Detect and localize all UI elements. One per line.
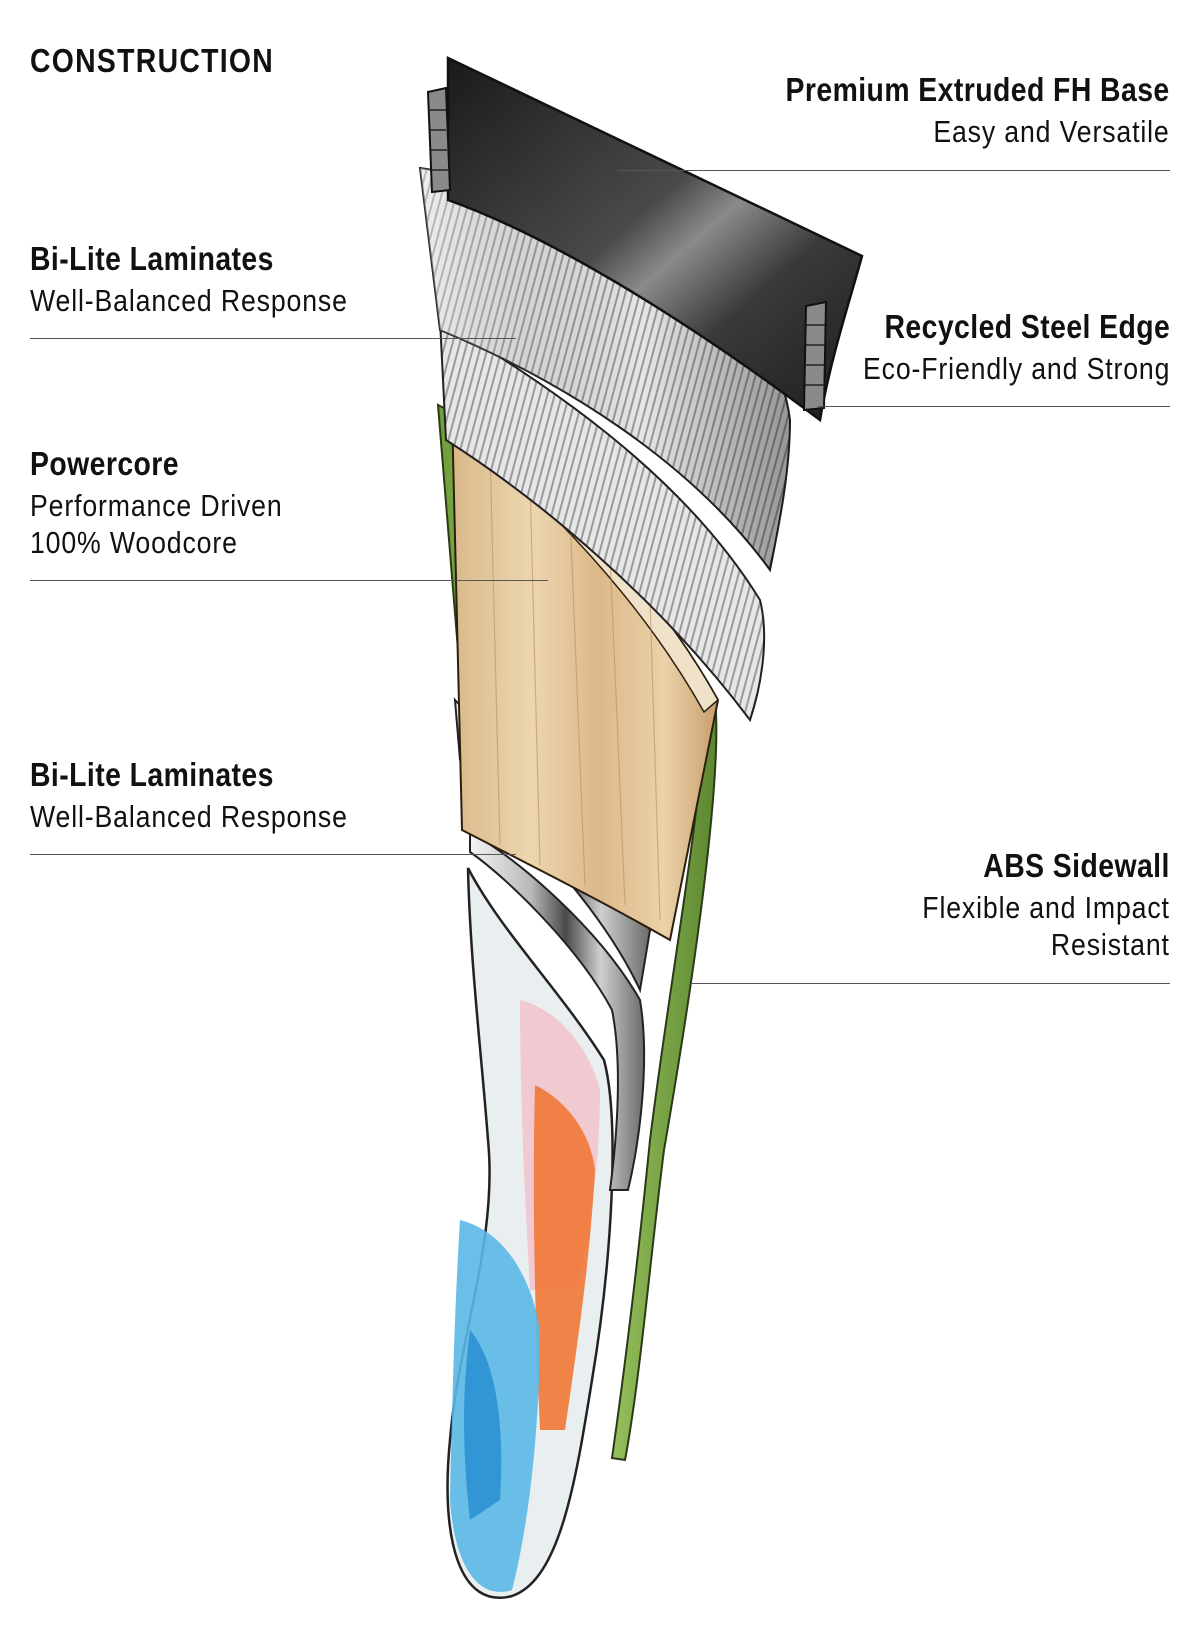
label-core-title: Powercore bbox=[30, 445, 179, 482]
leader-line-base bbox=[618, 170, 1170, 171]
leader-line-core bbox=[30, 580, 548, 581]
label-base: Premium Extruded FH Base Easy and Versat… bbox=[786, 67, 1170, 150]
label-sidewall: ABS Sidewall Flexible and Impact Resista… bbox=[922, 843, 1170, 963]
label-edge-subtitle: Eco-Friendly and Strong bbox=[862, 351, 1170, 386]
label-sidewall-subtitle-line2: Resistant bbox=[1051, 927, 1170, 962]
label-laminates-top: Bi-Lite Laminates Well-Balanced Response bbox=[30, 236, 348, 319]
base-layer bbox=[446, 56, 864, 423]
leader-line-edge bbox=[818, 406, 1170, 407]
page-title: CONSTRUCTION bbox=[30, 42, 275, 79]
label-sidewall-subtitle-line1: Flexible and Impact bbox=[922, 890, 1170, 925]
label-edge-title: Recycled Steel Edge bbox=[884, 308, 1170, 345]
label-base-subtitle: Easy and Versatile bbox=[933, 114, 1170, 149]
leader-line-laminates-bottom bbox=[30, 854, 516, 855]
leader-line-sidewall bbox=[692, 983, 1170, 984]
label-edge: Recycled Steel Edge Eco-Friendly and Str… bbox=[863, 304, 1170, 387]
label-base-title: Premium Extruded FH Base bbox=[785, 71, 1170, 108]
label-sidewall-title: ABS Sidewall bbox=[983, 847, 1170, 884]
label-laminates-top-title: Bi-Lite Laminates bbox=[30, 240, 274, 277]
label-core: Powercore Performance Driven 100% Woodco… bbox=[30, 441, 283, 561]
steel-edge-layer bbox=[426, 86, 828, 412]
label-core-subtitle-line2: 100% Woodcore bbox=[30, 525, 238, 560]
label-laminates-bottom: Bi-Lite Laminates Well-Balanced Response bbox=[30, 752, 348, 835]
leader-line-laminates-top bbox=[30, 338, 516, 339]
top-laminates-layer bbox=[418, 166, 792, 723]
label-laminates-bottom-title: Bi-Lite Laminates bbox=[30, 756, 274, 793]
label-core-subtitle-line1: Performance Driven bbox=[30, 488, 283, 523]
label-laminates-bottom-subtitle: Well-Balanced Response bbox=[30, 799, 348, 834]
topsheet-layer bbox=[446, 867, 614, 1599]
label-laminates-top-subtitle: Well-Balanced Response bbox=[30, 283, 348, 318]
